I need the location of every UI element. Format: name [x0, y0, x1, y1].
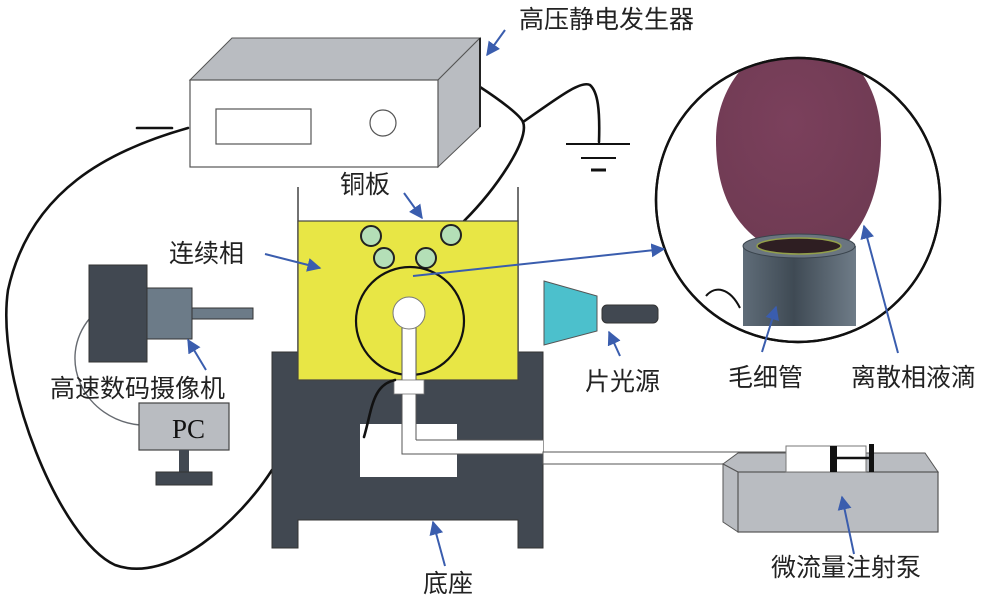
pc-monitor [138, 402, 230, 486]
bubble [415, 247, 437, 269]
sheet-light-source [543, 280, 659, 346]
droplet [716, 58, 881, 248]
label-continuous-phase: 连续相 [169, 239, 244, 268]
high-speed-camera [88, 264, 254, 363]
leader-syringe-pump [837, 495, 855, 555]
leader-base [429, 520, 446, 567]
label-copper-plate: 铜板 [340, 170, 390, 199]
leader-light-source [607, 330, 621, 357]
bubble [440, 224, 462, 246]
hv-display [215, 108, 312, 145]
hv-knob [369, 109, 397, 137]
hv-generator [188, 36, 482, 169]
leader-capillary [761, 305, 779, 353]
label-droplet: 离散相液滴 [851, 363, 976, 392]
capillary-magnified [743, 246, 856, 326]
bubble [373, 247, 395, 269]
bubbles [360, 224, 462, 269]
pc-label: PC [172, 414, 205, 444]
capillary-tube [392, 296, 543, 455]
label-light-source: 片光源 [585, 367, 660, 396]
label-capillary: 毛细管 [728, 363, 803, 392]
leader-camera [187, 338, 207, 371]
camera-pc-cable [74, 317, 141, 426]
leader-continuous-phase [264, 253, 322, 272]
wire-hv-to-copper-plate [462, 82, 601, 223]
syringe-plunger [869, 444, 874, 472]
label-hv-generator: 高压静电发生器 [519, 5, 694, 34]
leader-magnify [412, 243, 666, 277]
wire-to-capillary [362, 378, 397, 439]
label-camera: 高速数码摄像机 [50, 374, 225, 403]
bubble [360, 225, 382, 247]
syringe-pump [722, 444, 939, 533]
ground-symbol [566, 143, 630, 172]
leader-arrows [187, 29, 899, 567]
magnified-view [654, 56, 942, 344]
wire-negative-to-base [5, 126, 274, 571]
leader-hv-generator [486, 29, 506, 57]
label-base: 底座 [423, 569, 473, 598]
leader-copper-plate [403, 192, 423, 220]
label-syringe-pump: 微流量注射泵 [771, 553, 921, 582]
leader-droplet [860, 224, 899, 354]
